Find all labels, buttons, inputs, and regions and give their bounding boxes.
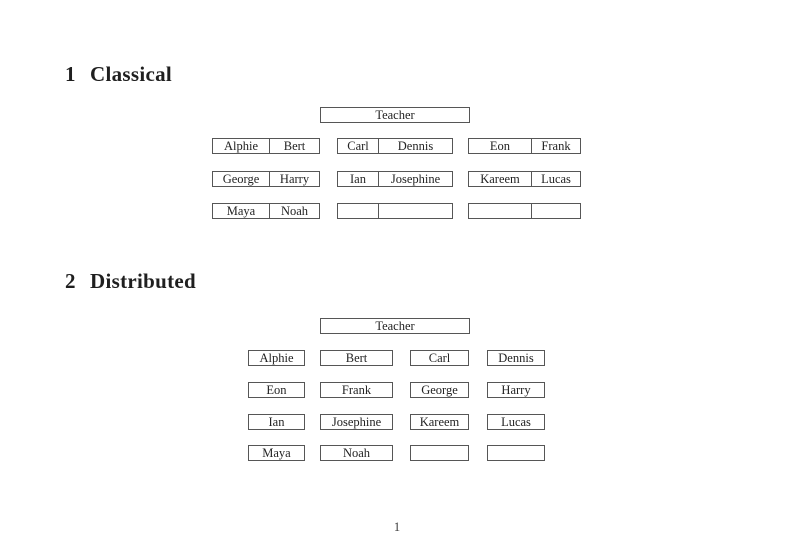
desk-single: Ian: [248, 414, 305, 430]
desk-single: Harry: [487, 382, 545, 398]
desk-seat: Lucas: [541, 172, 571, 186]
section-heading-distributed: 2 Distributed: [65, 270, 196, 292]
desk-single: Carl: [410, 350, 469, 366]
desk-seat: Harry: [279, 172, 310, 186]
section-heading-classical: 1 Classical: [65, 63, 172, 85]
desk-seat: Kareem: [419, 415, 460, 429]
desk-single: Bert: [320, 350, 393, 366]
teacher-label: Teacher: [375, 319, 415, 333]
desk-seat: Frank: [341, 383, 372, 397]
desk-seat: Ian: [338, 172, 379, 186]
desk-single: Noah: [320, 445, 393, 461]
desk-seat: Dennis: [397, 139, 434, 153]
desk-pair: Carl Dennis: [337, 138, 453, 154]
desk-seat: Josephine: [390, 172, 441, 186]
desk-seat: George: [421, 383, 458, 397]
desk-seat: Noah: [342, 446, 371, 460]
desk-pair: Maya Noah: [212, 203, 320, 219]
section-number: 2: [65, 269, 76, 293]
desk-seat: Maya: [262, 446, 291, 460]
desk-seat-empty: [532, 204, 580, 218]
desk-single: Frank: [320, 382, 393, 398]
teacher-label: Teacher: [375, 108, 415, 122]
desk-seat: Alphie: [259, 351, 294, 365]
desk-seat-empty: [411, 446, 468, 460]
desk-seat: Carl: [428, 351, 451, 365]
desk-seat: Frank: [541, 139, 571, 153]
desk-seat: Kareem: [469, 172, 532, 186]
desk-single: Josephine: [320, 414, 393, 430]
section-title: Classical: [90, 62, 173, 86]
desk-seat: Alphie: [213, 139, 270, 153]
desk-seat: Josephine: [331, 415, 382, 429]
page-number: 1: [393, 520, 401, 534]
desk-single: George: [410, 382, 469, 398]
desk-seat: George: [213, 172, 270, 186]
teacher-box: Teacher: [320, 107, 470, 123]
desk-seat: Bert: [345, 351, 368, 365]
desk-seat: Noah: [280, 204, 309, 218]
desk-seat-empty: [469, 204, 532, 218]
desk-seat: Dennis: [498, 351, 534, 365]
desk-seat-empty: [338, 204, 379, 218]
desk-seat: Lucas: [501, 415, 531, 429]
desk-single: Kareem: [410, 414, 469, 430]
desk-pair-empty: [337, 203, 453, 219]
desk-seat: Eon: [469, 139, 532, 153]
section-number: 1: [65, 62, 76, 86]
desk-single: Alphie: [248, 350, 305, 366]
desk-seat: Carl: [338, 139, 379, 153]
desk-single: Dennis: [487, 350, 545, 366]
desk-seat-empty: [379, 204, 452, 218]
desk-single: Eon: [248, 382, 305, 398]
desk-seat: Bert: [283, 139, 306, 153]
section-title: Distributed: [90, 269, 196, 293]
desk-pair-empty: [468, 203, 581, 219]
desk-single: Lucas: [487, 414, 545, 430]
desk-pair: Ian Josephine: [337, 171, 453, 187]
desk-pair: Kareem Lucas: [468, 171, 581, 187]
desk-seat-empty: [488, 446, 544, 460]
teacher-box: Teacher: [320, 318, 470, 334]
desk-single-empty: [410, 445, 469, 461]
desk-seat: Maya: [213, 204, 270, 218]
desk-seat: Ian: [268, 415, 285, 429]
desk-seat: Harry: [501, 383, 531, 397]
desk-pair: Alphie Bert: [212, 138, 320, 154]
desk-pair: Eon Frank: [468, 138, 581, 154]
desk-seat: Eon: [266, 383, 287, 397]
desk-single: Maya: [248, 445, 305, 461]
desk-single-empty: [487, 445, 545, 461]
desk-pair: George Harry: [212, 171, 320, 187]
